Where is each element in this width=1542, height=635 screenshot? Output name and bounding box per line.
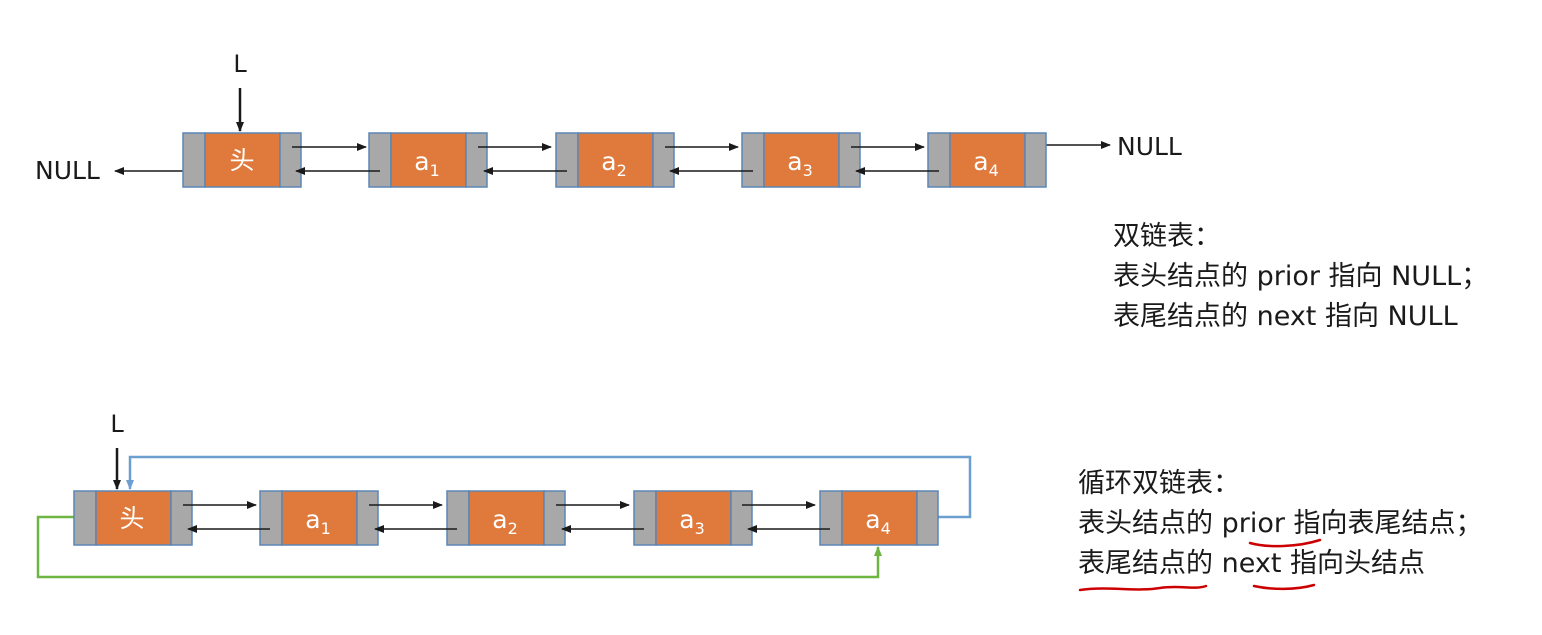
note-keyword-prior: prior xyxy=(1221,508,1285,539)
null-left-label: NULL xyxy=(35,156,100,185)
prior-cell xyxy=(182,132,206,188)
next-cell xyxy=(916,490,939,546)
node-label: a1 xyxy=(305,505,331,538)
next-cell xyxy=(465,132,488,188)
note-text: 的 xyxy=(1186,548,1222,579)
next-cell xyxy=(543,490,566,546)
circular-next-loop xyxy=(126,455,972,519)
note-emphasis: 表尾结点 xyxy=(1078,548,1186,579)
double-linked-list-note: 双链表： 表头结点的 prior 指向 NULL； 表尾结点的 next 指向 … xyxy=(1113,217,1488,337)
prior-cell xyxy=(927,132,951,188)
data-cell xyxy=(577,132,654,188)
node-label: a2 xyxy=(601,147,627,180)
circular-double-linked-list: L 头 a1 a2 a3 xyxy=(36,410,972,579)
node-label: a2 xyxy=(492,505,518,538)
null-right-label: NULL xyxy=(1117,132,1182,161)
note-title: 双链表： xyxy=(1113,221,1221,252)
data-cell xyxy=(468,490,545,546)
list-node-a4: a4 xyxy=(927,132,1047,188)
prior-cell xyxy=(446,490,470,546)
next-cell xyxy=(279,132,302,188)
note-text: 表头结点的 xyxy=(1078,508,1222,539)
note-line: 表头结点的 prior 指向表尾结点； xyxy=(1078,504,1483,544)
data-cell xyxy=(281,490,358,546)
note-text: 指向头结点 xyxy=(1281,548,1426,579)
list-node-a3: a3 xyxy=(633,490,753,546)
data-cell xyxy=(95,490,172,546)
list-node-head: 头 xyxy=(73,490,193,546)
list-node-a3: a3 xyxy=(741,132,861,188)
node-label: a3 xyxy=(787,147,813,180)
data-cell xyxy=(949,132,1026,188)
data-cell xyxy=(841,490,918,546)
data-cell xyxy=(763,132,840,188)
note-line: 表尾结点的 next 指向 NULL xyxy=(1113,301,1458,332)
data-cell xyxy=(204,132,281,188)
next-cell xyxy=(1024,132,1047,188)
next-cell xyxy=(652,132,675,188)
list-node-head: 头 xyxy=(182,132,302,188)
prior-cell xyxy=(633,490,657,546)
circular-prior-loop xyxy=(36,515,882,579)
next-cell xyxy=(356,490,379,546)
note-keyword-next: next xyxy=(1221,548,1282,579)
node-label: a4 xyxy=(865,505,891,538)
next-cell xyxy=(730,490,753,546)
head-pointer-label: L xyxy=(233,50,247,78)
list-node-a2: a2 xyxy=(446,490,566,546)
node-label: a4 xyxy=(973,147,999,180)
prior-cell xyxy=(73,490,97,546)
prior-cell xyxy=(819,490,843,546)
note-line: 表尾结点的 next 指向头结点 xyxy=(1078,544,1483,584)
prior-cell xyxy=(259,490,283,546)
next-cell xyxy=(838,132,861,188)
data-cell xyxy=(655,490,732,546)
list-node-a1: a1 xyxy=(259,490,379,546)
next-cell xyxy=(170,490,193,546)
double-linked-list: L NULL NULL 头 a1 a2 a3 xyxy=(35,50,1182,188)
prior-cell xyxy=(368,132,392,188)
prior-cell xyxy=(555,132,579,188)
head-pointer-label: L xyxy=(110,410,124,438)
prior-cell xyxy=(741,132,765,188)
bottom-links xyxy=(183,501,830,533)
list-node-a1: a1 xyxy=(368,132,488,188)
node-label: 头 xyxy=(229,146,254,175)
list-node-a4: a4 xyxy=(819,490,939,546)
list-node-a2: a2 xyxy=(555,132,675,188)
note-text: 指向表尾结点； xyxy=(1284,508,1483,539)
note-title: 循环双链表： xyxy=(1078,468,1240,499)
circular-list-note: 循环双链表： 表头结点的 prior 指向表尾结点； 表尾结点的 next 指向… xyxy=(1078,464,1483,584)
node-label: a1 xyxy=(414,147,440,180)
top-links xyxy=(292,143,939,175)
node-label: a3 xyxy=(679,505,705,538)
note-line: 表头结点的 prior 指向 NULL； xyxy=(1113,261,1489,292)
node-label: 头 xyxy=(119,504,144,533)
